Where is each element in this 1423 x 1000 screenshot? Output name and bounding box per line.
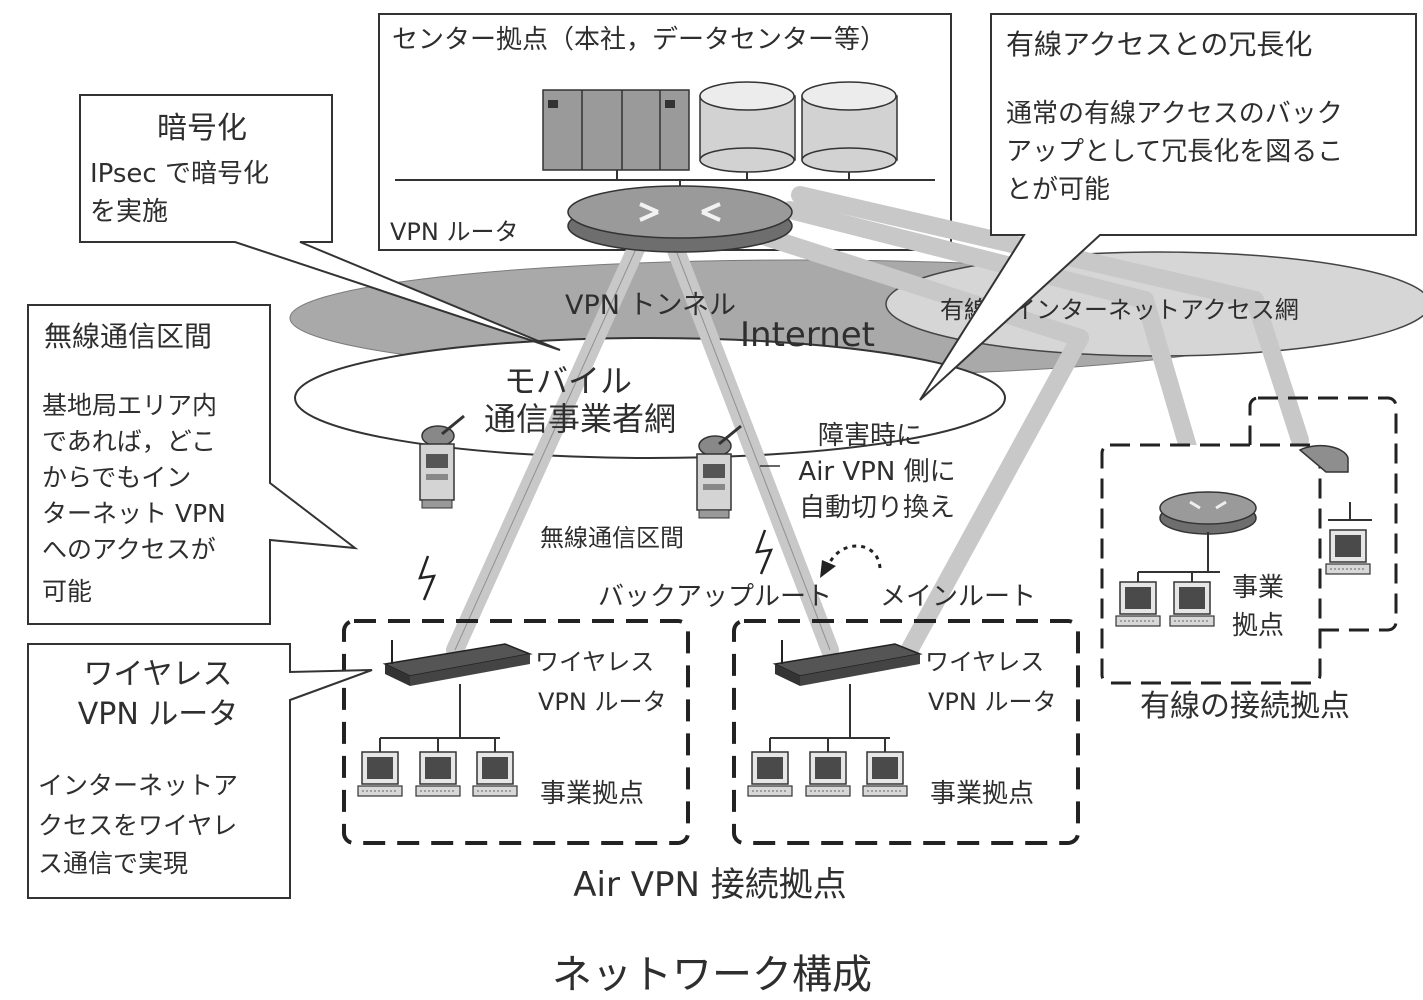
svg-text:基地局エリア内: 基地局エリア内 [42,391,217,420]
figure-title: ネットワーク構成 [552,952,872,998]
svg-text:ワイヤレス: ワイヤレス [83,657,232,692]
failover-note: 障害時に Air VPN 側に 自動切り換え [760,421,956,523]
mobile-network-label-2: 通信事業者網 [484,400,676,438]
svg-text:障害時に: 障害時に [818,421,922,451]
svg-text:アップとして冗長化を図るこ: アップとして冗長化を図るこ [1006,137,1343,167]
air-vpn-site-left: ワイヤレス VPN ルータ 事業拠点 [342,619,690,845]
tunnel-main-route [896,329,1089,667]
svg-text:事業拠点: 事業拠点 [930,779,1034,809]
storage-disk-2 [801,81,898,173]
wireless-link-right-icon [755,528,773,576]
callout-wired-redundancy: 有線アクセスとの冗長化 通常の有線アクセスのバック アップとして冗長化を図るこ … [919,13,1417,401]
wireless-router-left-icon [382,640,533,686]
internet-label: Internet [740,315,875,355]
center-site-title: センター拠点（本社，データセンター等） [392,25,886,55]
svg-text:ス通信で実現: ス通信で実現 [38,849,188,878]
svg-text:事業拠点: 事業拠点 [540,779,644,809]
svg-text:通常の有線アクセスのバック: 通常の有線アクセスのバック [1006,99,1343,129]
svg-text:VPN ルータ: VPN ルータ [538,688,666,716]
storage-disk-1 [699,81,796,173]
failover-switch-arrow-icon [820,544,882,578]
svg-text:クセスをワイヤレ: クセスをワイヤレ [38,811,237,840]
tunnel-main-upper [751,226,1089,347]
callout-encryption: 暗号化 IPsec で暗号化 を実施 [79,94,561,351]
svg-text:とが可能: とが可能 [1006,175,1110,205]
svg-text:自動切り換え: 自動切り換え [799,493,955,523]
svg-text:有線アクセスとの冗長化: 有線アクセスとの冗長化 [1006,28,1312,61]
svg-text:拠点: 拠点 [1232,611,1284,641]
tunnel-wired-2-down [1246,291,1309,449]
svg-text:無線通信区間: 無線通信区間 [44,320,212,353]
mobile-carrier-network-cloud [294,337,1006,459]
svg-text:ターネット VPN: ターネット VPN [42,499,226,528]
main-route-label: メインルート [880,582,1036,612]
air-vpn-group-label: Air VPN 接続拠点 [573,865,847,905]
svg-text:であれば，どこ: であれば，どこ [42,427,216,456]
server-rack [542,89,690,171]
svg-text:IPsec で暗号化: IPsec で暗号化 [90,159,269,189]
svg-text:可能: 可能 [42,577,92,606]
center-router-label: VPN ルータ [390,218,518,246]
svg-text:暗号化: 暗号化 [157,111,247,146]
wired-group-label: 有線の接続拠点 [1140,689,1350,724]
wired-site: 事業 拠点 [1100,396,1398,685]
svg-text:VPN ルータ: VPN ルータ [928,688,1056,716]
center-vpn-router-icon [567,185,793,253]
svg-text:VPN ルータ: VPN ルータ [78,697,239,732]
air-vpn-site-right: ワイヤレス VPN ルータ 事業拠点 [732,619,1080,845]
vpn-tunnel-label: VPN トンネル [565,290,736,321]
center-site-box: センター拠点（本社，データセンター等） VPN ルータ [378,13,952,251]
svg-text:を実施: を実施 [90,197,168,227]
svg-text:からでもイン: からでもイン [42,463,191,492]
mobile-network-label-1: モバイル [504,362,632,400]
tunnel-wired-1 [781,201,1154,309]
svg-text:インターネットア: インターネットア [38,771,238,800]
wired-router-2-icon [1298,444,1349,473]
wireless-link-left-icon [418,554,436,602]
wired-router-icon [1159,491,1257,535]
callout-wireless-router: ワイヤレス VPN ルータ インターネットア クセスをワイヤレ ス通信で実現 [27,643,373,899]
backup-route-label: バックアップルート [598,582,832,612]
wireless-router-right-icon [772,640,923,686]
svg-text:ワイヤレス: ワイヤレス [925,648,1044,676]
svg-text:へのアクセスが: へのアクセスが [42,535,216,564]
svg-text:ワイヤレス: ワイヤレス [535,648,654,676]
callout-wireless-section: 無線通信区間 基地局エリア内 であれば，どこ からでもイン ターネット VPN … [27,304,359,625]
wireless-section-label: 無線通信区間 [540,524,684,552]
svg-text:事業: 事業 [1232,573,1284,603]
svg-text:Air VPN 側に: Air VPN 側に [798,457,955,487]
